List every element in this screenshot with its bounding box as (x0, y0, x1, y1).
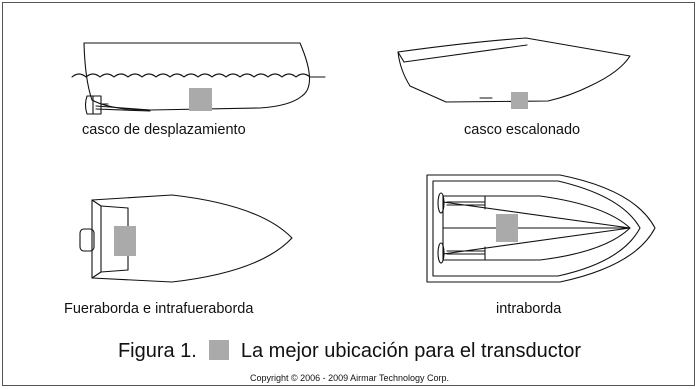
figure-title-text: La mejor ubicación para el transductor (240, 340, 582, 362)
figure-title: Figura 1. La mejor ubicación para el tran… (0, 340, 699, 363)
transducer-marker-stepped (511, 92, 528, 109)
stepped-hull (397, 37, 631, 109)
outboard-hull (79, 194, 293, 283)
transducer-marker-displacement (189, 88, 212, 111)
marker-legend-swatch (208, 340, 229, 360)
displacement-hull (71, 42, 326, 115)
caption-displacement-hull: casco de desplazamiento (82, 122, 246, 138)
caption-outboard: Fueraborda e intrafueraborda (64, 301, 254, 317)
transducer-marker-outboard (114, 226, 136, 256)
caption-inboard: intraborda (496, 301, 562, 317)
figure-number: Figura 1. (117, 340, 197, 362)
caption-stepped-hull: casco escalonado (464, 122, 581, 138)
transducer-marker-inboard (496, 214, 518, 242)
copyright: Copyright © 2006 - 2009 Airmar Technolog… (249, 373, 450, 383)
figure-frame (2, 2, 695, 386)
inboard-hull (426, 174, 656, 283)
